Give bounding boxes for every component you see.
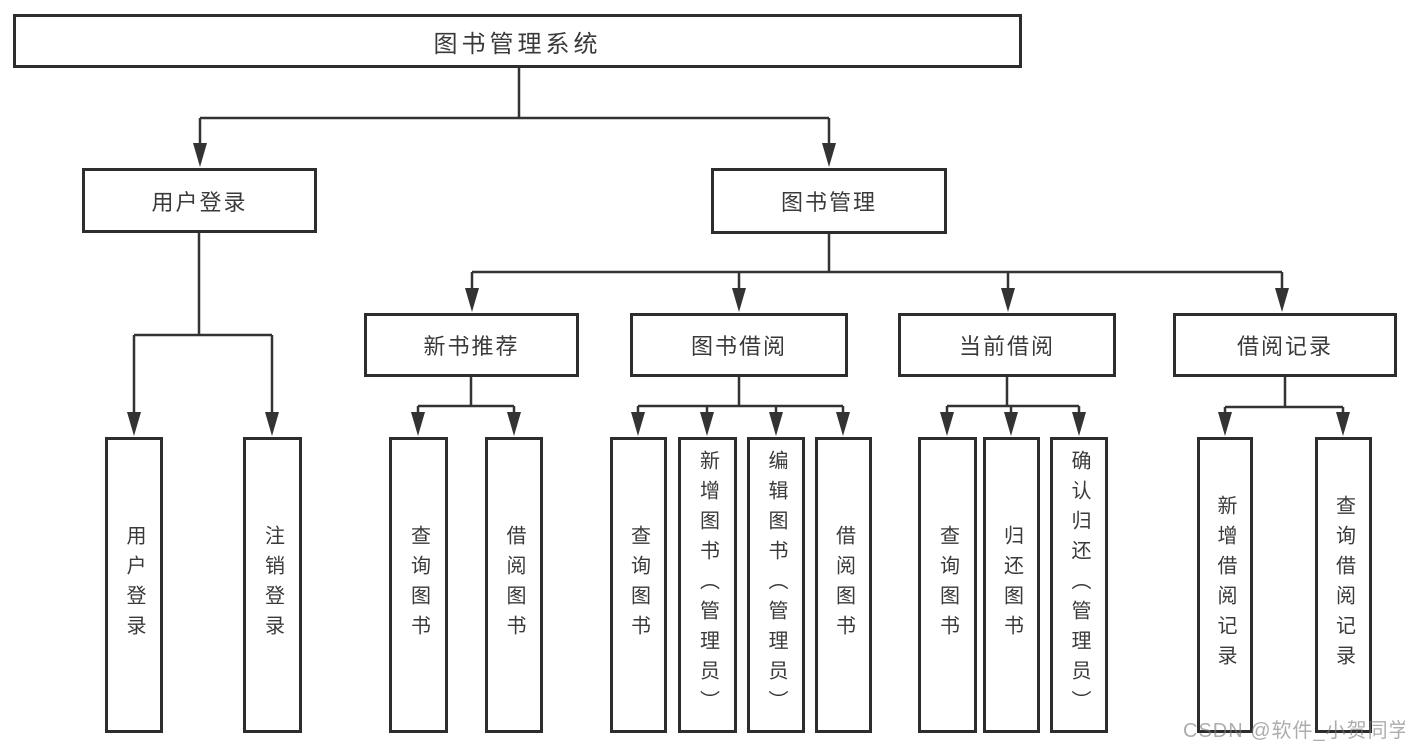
node-new-book-recommend: 新书推荐 (364, 313, 579, 377)
leaf-label: 借阅图书 (503, 525, 525, 645)
leaf-label: 查询图书 (936, 525, 959, 645)
leaf-query-books-current: 查询图书 (918, 437, 977, 733)
connector-root-to-level2 (198, 68, 831, 148)
connector-borrow-to-leaves (636, 377, 845, 416)
arrow-down-icon (193, 143, 207, 167)
leaf-query-books-borrow: 查询图书 (610, 437, 667, 733)
node-label: 用户登录 (151, 189, 248, 215)
node-label: 图书管理系统 (433, 30, 602, 58)
node-label: 当前借阅 (958, 334, 1055, 359)
csdn-watermark: CSDN @软件_小贺同学 (1183, 720, 1405, 742)
leaf-borrow-books-recommend: 借阅图书 (485, 437, 543, 733)
arrow-down-icon (822, 143, 836, 167)
node-label: 图书管理 (780, 190, 877, 215)
leaf-label: 查询借阅记录 (1332, 495, 1355, 675)
leaf-confirm-return-admin: 确认归还（管理员） (1050, 437, 1108, 733)
arrow-down-icon (769, 412, 783, 436)
arrow-down-icon (411, 412, 425, 436)
node-current-borrow: 当前借阅 (898, 313, 1116, 377)
node-book-borrow: 图书借阅 (630, 313, 848, 377)
leaf-label: 用户登录 (123, 525, 145, 645)
arrow-down-icon (836, 412, 850, 436)
connector-login-to-leaves (132, 233, 274, 416)
leaf-label: 注销登录 (261, 525, 284, 645)
leaf-label: 新增借阅记录 (1214, 495, 1236, 675)
arrowheads-level3 (465, 288, 1289, 312)
leaf-label: 编辑图书（管理员） (765, 450, 787, 720)
arrow-down-icon (1001, 288, 1015, 312)
node-label: 图书借阅 (690, 334, 787, 359)
arrow-down-icon (265, 412, 279, 436)
arrowheads-current-leaves (940, 412, 1086, 436)
leaf-logout: 注销登录 (243, 437, 302, 733)
arrow-down-icon (700, 412, 714, 436)
leaf-label: 查询图书 (407, 525, 430, 645)
leaf-label: 确认归还（管理员） (1068, 450, 1090, 720)
arrow-down-icon (127, 412, 141, 436)
node-book-management: 图书管理 (711, 168, 947, 234)
leaf-label: 借阅图书 (832, 525, 855, 645)
leaf-query-books-recommend: 查询图书 (389, 437, 448, 733)
node-label: 新书推荐 (423, 334, 520, 359)
leaf-add-books-admin: 新增图书（管理员） (678, 437, 737, 733)
arrow-down-icon (1336, 412, 1350, 436)
node-borrow-records: 借阅记录 (1173, 313, 1397, 377)
leaf-label: 查询图书 (627, 525, 650, 645)
arrow-down-icon (631, 412, 645, 436)
node-label: 借阅记录 (1236, 334, 1333, 359)
leaf-return-books: 归还图书 (983, 437, 1040, 733)
node-user-login: 用户登录 (82, 168, 317, 233)
arrowheads-login-leaves (127, 412, 279, 436)
leaf-add-borrow-record: 新增借阅记录 (1197, 437, 1253, 733)
arrow-down-icon (1072, 412, 1086, 436)
leaf-edit-books-admin: 编辑图书（管理员） (747, 437, 805, 733)
connector-current-to-leaves (945, 377, 1081, 416)
leaf-label: 新增图书（管理员） (696, 450, 719, 720)
connector-records-to-leaves (1223, 377, 1345, 416)
leaf-borrow-books: 借阅图书 (815, 437, 872, 733)
arrow-down-icon (732, 288, 746, 312)
arrow-down-icon (1275, 288, 1289, 312)
connector-recommend-to-leaves (416, 377, 516, 416)
leaf-user-login: 用户登录 (105, 437, 163, 733)
arrow-down-icon (1004, 412, 1018, 436)
arrowheads-records-leaves (1218, 412, 1350, 436)
node-root-book-management-system: 图书管理系统 (13, 14, 1022, 68)
arrowheads-level2 (193, 143, 836, 167)
arrow-down-icon (507, 412, 521, 436)
leaf-query-borrow-record: 查询借阅记录 (1315, 437, 1372, 733)
leaf-label: 归还图书 (1000, 525, 1023, 645)
arrow-down-icon (465, 288, 479, 312)
arrow-down-icon (940, 412, 954, 436)
arrowheads-recommend-leaves (411, 412, 521, 436)
arrowheads-borrow-leaves (631, 412, 850, 436)
arrow-down-icon (1218, 412, 1232, 436)
connector-management-to-level3 (470, 234, 1284, 292)
